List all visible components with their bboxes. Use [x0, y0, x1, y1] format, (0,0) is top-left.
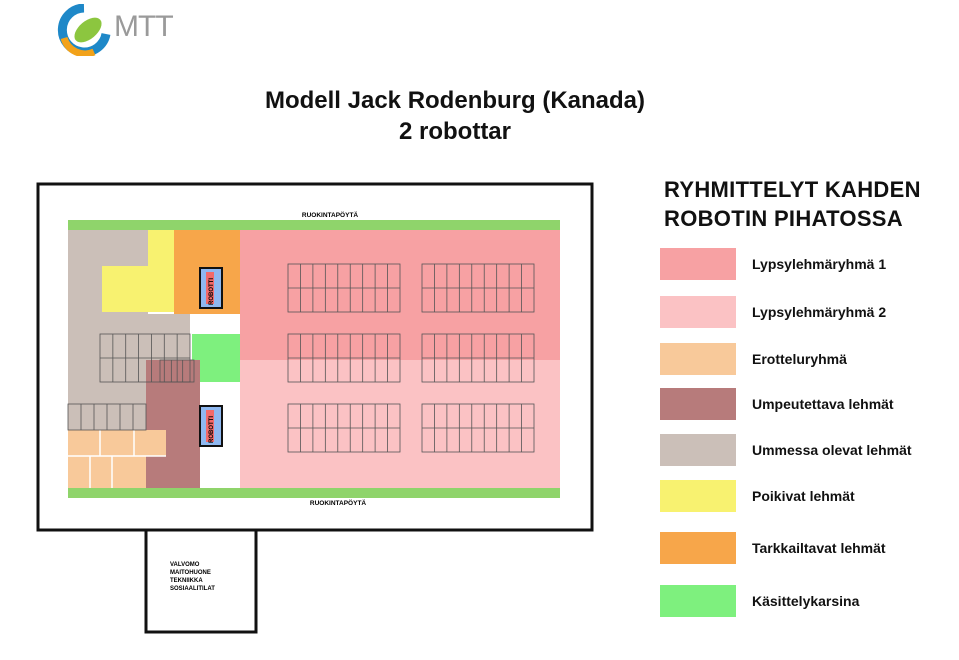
area-ummessa-olevat-3 — [68, 404, 148, 430]
legend-swatch — [660, 434, 736, 466]
stall-block — [287, 263, 401, 313]
cubicle-grid — [67, 263, 535, 453]
stall-block — [99, 333, 191, 383]
legend-swatch — [660, 388, 736, 420]
legend-swatch — [660, 480, 736, 512]
room-label-valvomo: VALVOMO — [170, 562, 200, 568]
control-room-outline — [144, 528, 258, 634]
legend-title-line1: RYHMITTELYT KAHDEN — [664, 177, 921, 202]
stall-block — [67, 403, 147, 431]
room-label-sosiaalitilat: SOSIAALITILAT — [170, 586, 215, 592]
legend-swatch — [660, 296, 736, 328]
area-poikivat-top — [148, 230, 174, 266]
robot-1-label: ROBOTTI — [209, 278, 215, 305]
legend-swatch — [660, 343, 736, 375]
legend-label: Umpeutettava lehmät — [752, 396, 894, 412]
logo-text: MTT — [114, 10, 174, 43]
legend-label: Tarkkailtavat lehmät — [752, 540, 886, 556]
legend-label: Poikivat lehmät — [752, 488, 855, 504]
legend-swatch — [660, 248, 736, 280]
room-label-tekniikka: TEKNIIKKA — [170, 578, 203, 584]
legend-label: Erotteluryhmä — [752, 351, 847, 367]
stall-block — [421, 403, 535, 453]
feeding-table-top — [68, 220, 560, 230]
stall-block — [159, 359, 195, 383]
stall-block — [421, 263, 535, 313]
legend-label: Lypsylehmäryhmä 2 — [752, 304, 887, 320]
feeding-table-top-label: RUOKINTAPÖYTÄ — [302, 210, 359, 219]
legend-swatch — [660, 532, 736, 564]
mtt-logo-icon — [57, 3, 111, 58]
legend-swatch — [660, 585, 736, 617]
room-label-maitohuone: MAITOHUONE — [170, 570, 211, 576]
area-umpeutettava — [146, 360, 200, 488]
area-poikivat — [102, 266, 174, 312]
barn-floor-plan: RUOKINTAPÖYTÄ RUOKINTAPÖYTÄ ROBOTTI ROBO… — [36, 182, 594, 634]
robot-2-label: ROBOTTI — [209, 416, 215, 443]
mtt-logo — [54, 3, 194, 58]
stall-block — [421, 333, 535, 383]
area-erotteluryhma-a — [68, 430, 166, 456]
control-room-labels: VALVOMO MAITOHUONE TEKNIIKKA SOSIAALITIL… — [170, 562, 215, 592]
legend-label: Lypsylehmäryhmä 1 — [752, 256, 887, 272]
legend-title-line2: ROBOTIN PIHATOSSA — [664, 206, 903, 231]
robot-1-cow — [206, 272, 214, 304]
stall-block — [287, 333, 401, 383]
legend-label: Käsittelykarsina — [752, 593, 860, 609]
robot-2-cow — [206, 410, 214, 442]
page-subtitle: 2 robottar — [398, 118, 511, 145]
feeding-table-bottom-label: RUOKINTAPÖYTÄ — [310, 498, 367, 507]
page-title: Modell Jack Rodenburg (Kanada) — [264, 87, 646, 114]
stall-block — [287, 403, 401, 453]
area-erotteluryhma-b — [68, 456, 146, 488]
area-ummessa-olevat-2 — [100, 314, 190, 360]
legend-label: Ummessa olevat lehmät — [752, 442, 912, 458]
feeding-table-bottom — [68, 488, 560, 498]
